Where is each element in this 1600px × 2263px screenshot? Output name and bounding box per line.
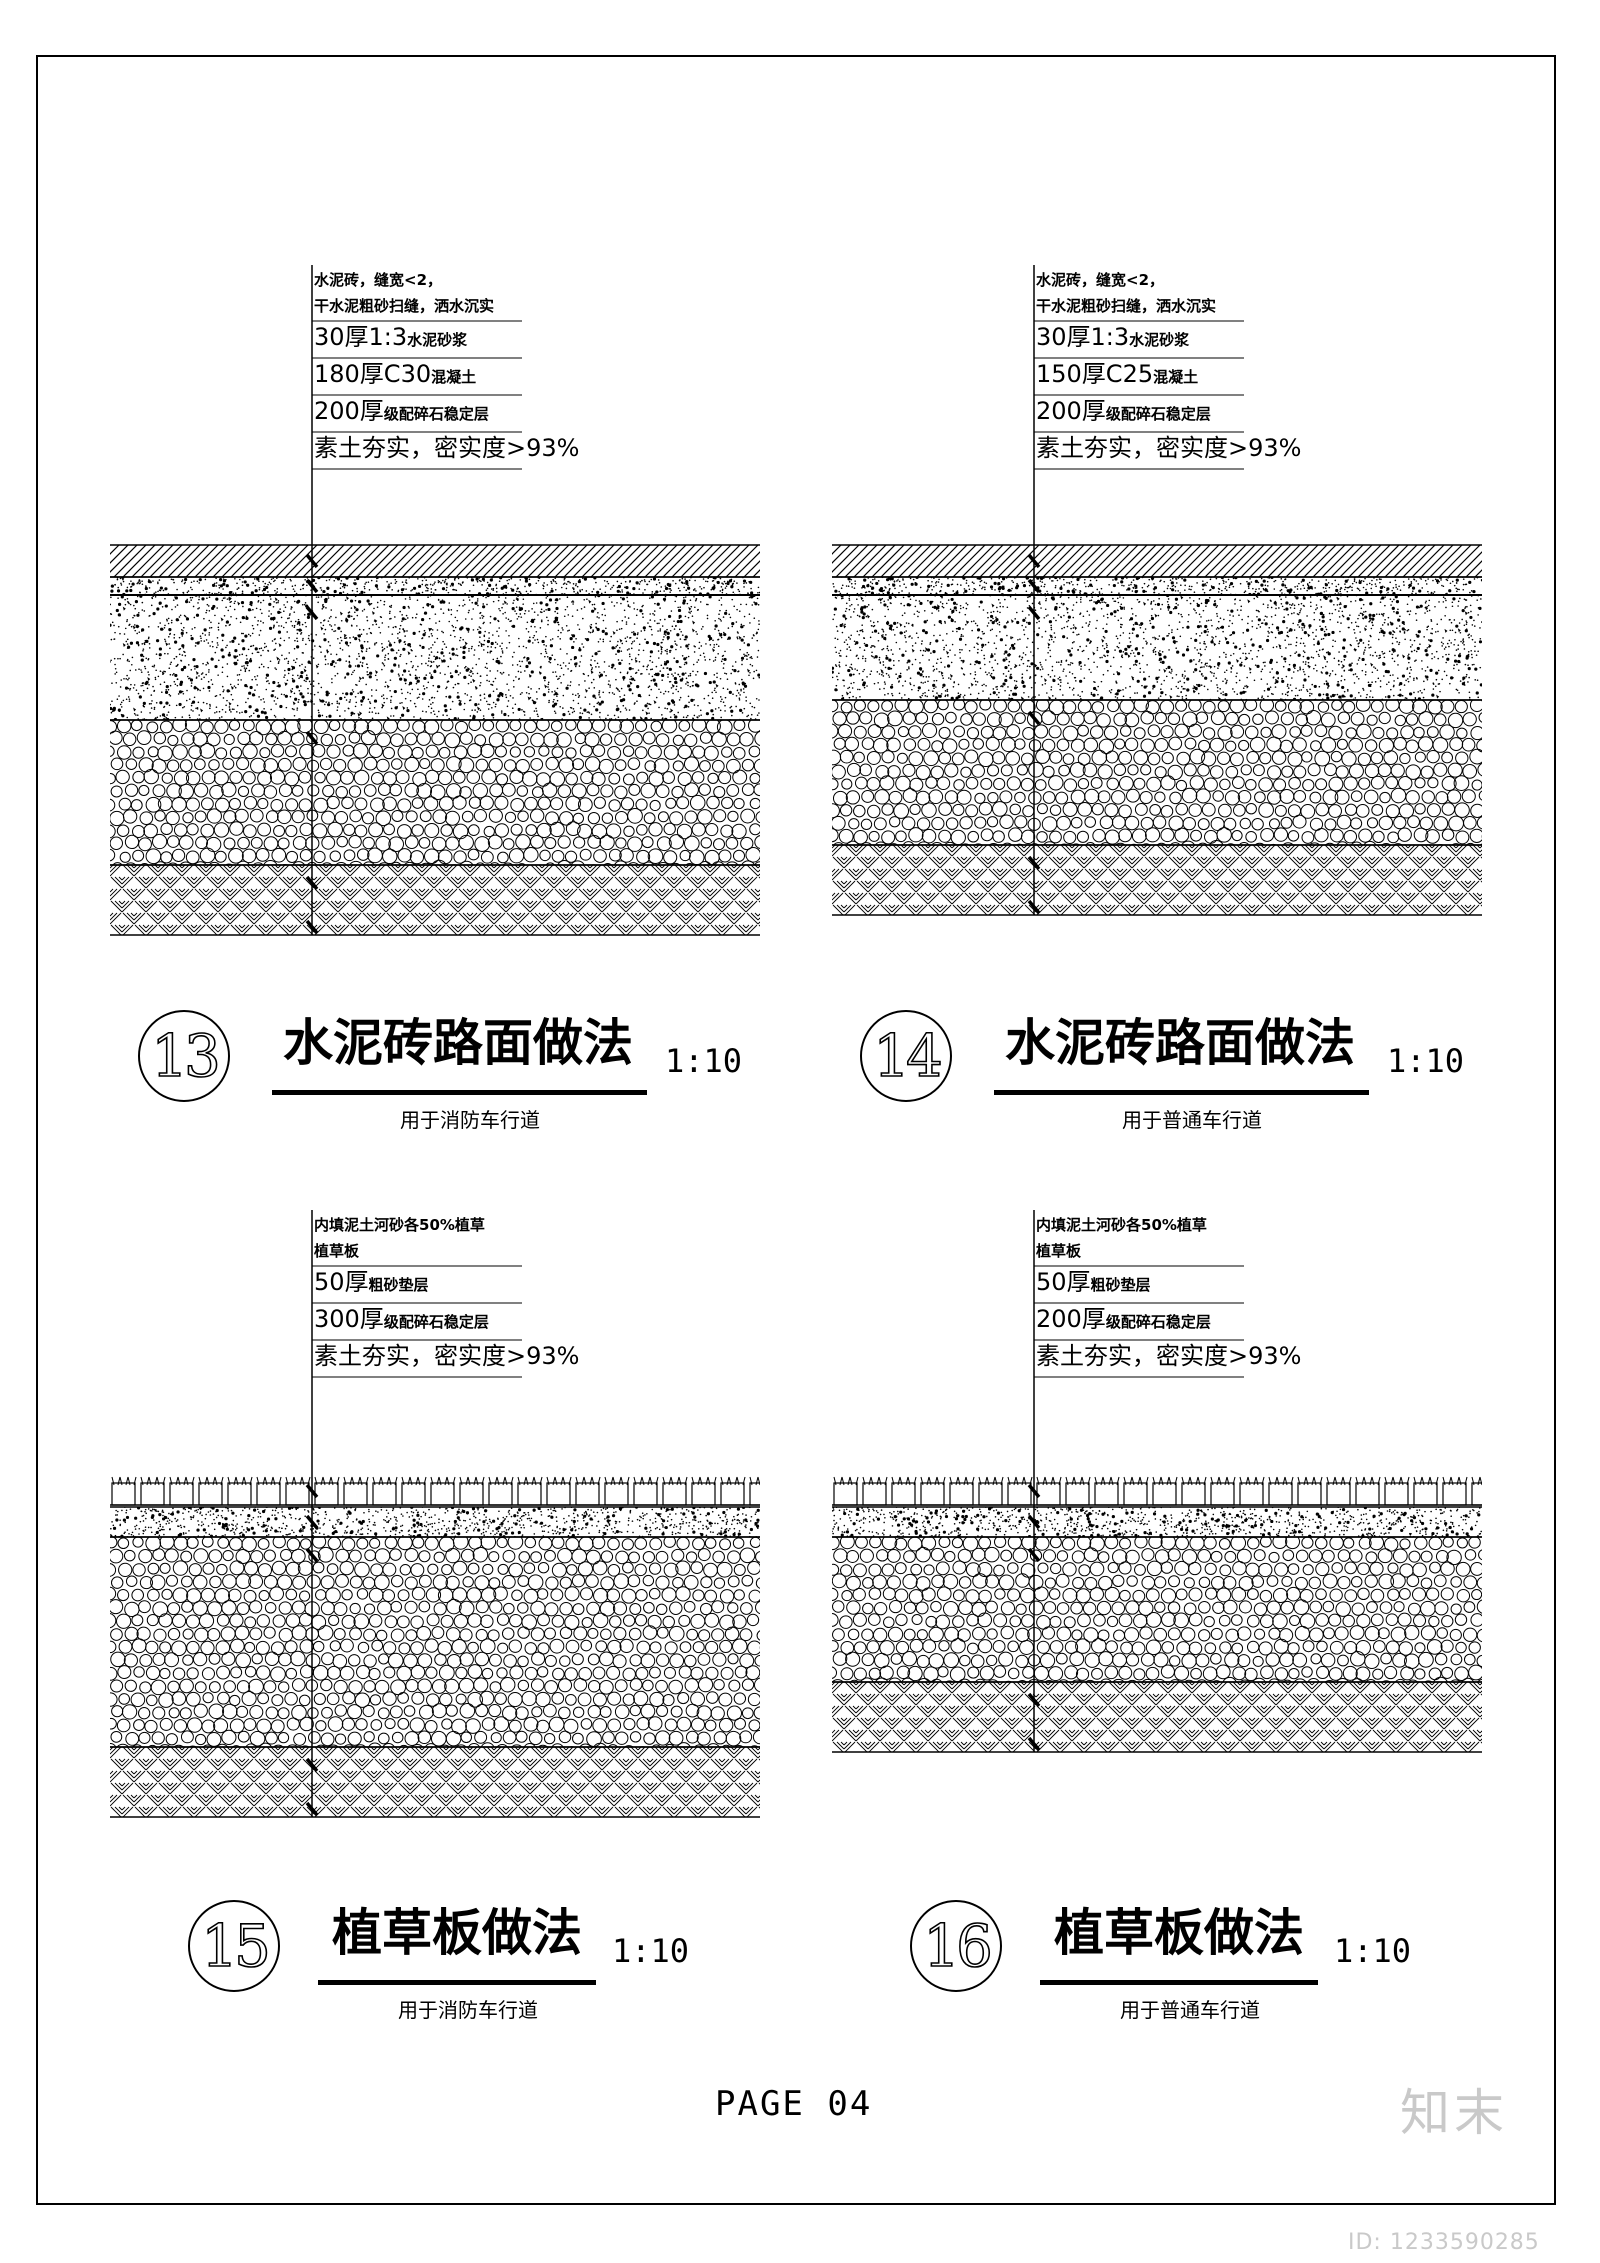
layer-gravel — [110, 1536, 760, 1748]
detail-scale: 1:10 — [612, 1932, 690, 1970]
layer-hatch — [110, 544, 760, 578]
layer-label: 200厚级配碎石稳定层 — [1036, 397, 1211, 425]
detail-note: 用于普通车行道 — [1122, 1108, 1262, 1132]
layer-grass — [110, 1476, 760, 1506]
layer-label: 内填泥土河砂各50%植草 — [314, 1216, 485, 1234]
leader-tick — [305, 730, 319, 746]
layer-label: 内填泥土河砂各50%植草 — [1036, 1216, 1207, 1234]
leader-tick — [305, 919, 319, 935]
leader-tick — [1027, 1483, 1041, 1499]
detail-scale: 1:10 — [665, 1042, 743, 1080]
leader-tick — [1027, 1736, 1041, 1752]
layer-label: 200厚级配碎石稳定层 — [1036, 1305, 1211, 1333]
leader-tick — [305, 605, 319, 621]
layer-label: 干水泥粗砂扫缝，洒水沉实 — [1036, 297, 1217, 315]
leader-tick — [305, 1757, 319, 1773]
page-frame — [36, 55, 1556, 2205]
layer-soil — [110, 1746, 760, 1818]
title-underline — [318, 1980, 596, 1985]
layer-label: 50厚粗砂垫层 — [314, 1268, 429, 1296]
leader-tick — [305, 875, 319, 891]
layer-label: 30厚1:3水泥砂浆 — [1036, 323, 1190, 351]
section-drawing-16 — [832, 1210, 1482, 1753]
layer-label: 30厚1:3水泥砂浆 — [314, 323, 468, 351]
layer-label: 150厚C25混凝土 — [1036, 360, 1199, 388]
leader-tick — [1027, 578, 1041, 594]
layer-label: 植草板 — [314, 1242, 360, 1260]
image-id-label: ID: 1233590285 — [1348, 2230, 1540, 2255]
leader-tick — [1027, 1692, 1041, 1708]
layer-label: 300厚级配碎石稳定层 — [314, 1305, 489, 1333]
leader-tick — [1027, 553, 1041, 569]
leader-tick — [1027, 899, 1041, 915]
detail-number-circle: 13 — [138, 1010, 230, 1102]
title-underline — [994, 1090, 1369, 1095]
layer-concrete — [110, 594, 760, 721]
leader-tick — [305, 1547, 319, 1563]
leader-tick — [1027, 710, 1041, 726]
layer-mortar — [832, 576, 1482, 596]
layer-hatch — [832, 544, 1482, 578]
layer-label: 水泥砖，缝宽<2， — [1036, 271, 1165, 289]
leader-tick — [305, 1483, 319, 1499]
leader-tick — [1027, 855, 1041, 871]
layer-gravel — [832, 699, 1482, 846]
layer-label: 素土夯实，密实度>93% — [314, 434, 580, 462]
detail-note: 用于消防车行道 — [398, 1998, 538, 2022]
layer-label: 素土夯实，密实度>93% — [1036, 434, 1302, 462]
detail-title: 水泥砖路面做法 — [283, 1014, 633, 1072]
layer-label: 180厚C30混凝土 — [314, 360, 477, 388]
layer-label: 素土夯实，密实度>93% — [314, 1342, 580, 1370]
detail-title: 植草板做法 — [332, 1904, 582, 1962]
layer-label: 干水泥粗砂扫缝，洒水沉实 — [314, 297, 495, 315]
detail-scale: 1:10 — [1387, 1042, 1465, 1080]
layer-mortar — [832, 1506, 1482, 1538]
leader-tick — [305, 1514, 319, 1530]
layer-concrete — [832, 594, 1482, 701]
detail-number-circle: 14 — [860, 1010, 952, 1102]
layer-gravel — [832, 1536, 1482, 1683]
detail-title: 植草板做法 — [1054, 1904, 1304, 1962]
detail-number-circle: 16 — [910, 1900, 1002, 1992]
leader-tick — [305, 1801, 319, 1817]
layer-label: 植草板 — [1036, 1242, 1082, 1260]
title-underline — [1040, 1980, 1318, 1985]
detail-note: 用于普通车行道 — [1120, 1998, 1260, 2022]
leader-tick — [1027, 1514, 1041, 1530]
layer-label: 素土夯实，密实度>93% — [1036, 1342, 1302, 1370]
detail-scale: 1:10 — [1334, 1932, 1412, 1970]
layer-soil — [832, 1681, 1482, 1753]
title-underline — [272, 1090, 647, 1095]
leader-tick — [305, 553, 319, 569]
layer-mortar — [110, 576, 760, 596]
leader-tick — [1027, 605, 1041, 621]
layer-label: 50厚粗砂垫层 — [1036, 1268, 1151, 1296]
leader-tick — [305, 578, 319, 594]
section-drawing-14 — [832, 265, 1482, 916]
detail-title: 水泥砖路面做法 — [1005, 1014, 1355, 1072]
leader-tick — [1027, 1547, 1041, 1563]
layer-grass — [832, 1476, 1482, 1506]
detail-number-circle: 15 — [188, 1900, 280, 1992]
layer-soil — [832, 844, 1482, 916]
detail-note: 用于消防车行道 — [400, 1108, 540, 1132]
layer-label: 水泥砖，缝宽<2， — [314, 271, 443, 289]
layer-mortar — [110, 1506, 760, 1538]
section-drawing-15 — [110, 1210, 760, 1818]
page-number: PAGE 04 — [715, 2084, 873, 2124]
layer-label: 200厚级配碎石稳定层 — [314, 397, 489, 425]
layer-soil — [110, 864, 760, 936]
brand-logo: 知末 — [1400, 2084, 1508, 2142]
section-drawing-13 — [110, 265, 760, 936]
